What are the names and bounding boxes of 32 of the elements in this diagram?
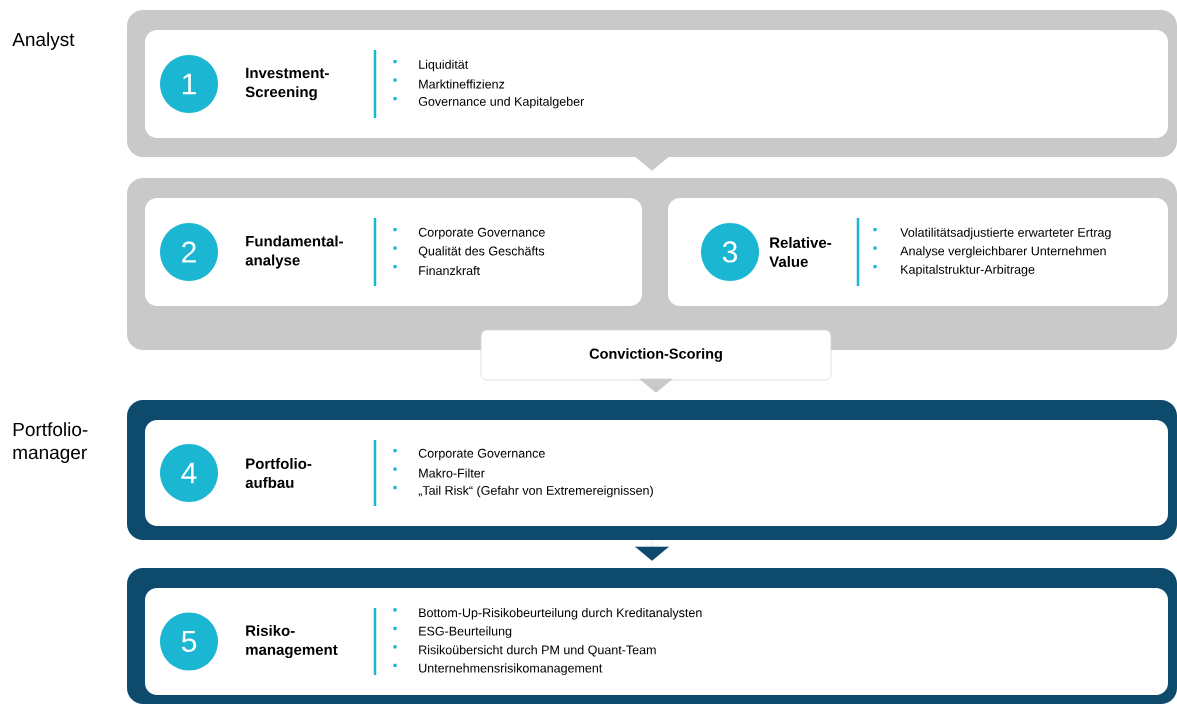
step-number: 4 [160, 444, 218, 502]
bullet-text: Risikoübersicht durch PM und Quant-Team [419, 645, 656, 657]
bullet-text: Makro-Filter [419, 468, 485, 478]
scoring-box: Conviction-Scoring [480, 329, 832, 381]
role-label: Analyst [12, 32, 75, 50]
bullet-text: Bottom-Up-Risikobeurteilung durch Kreditanalysten [419, 607, 702, 620]
bullet-text: Marktineffizienz [419, 79, 505, 89]
step-number: 2 [160, 223, 218, 281]
role-label: Portfolio-manager [13, 422, 88, 463]
bullet-text: Liquidität [419, 59, 469, 72]
bullet-text: Kapitalstruktur-Arbitrage [901, 264, 1035, 277]
bullet-text: Governance und Kapitalgeber [418, 96, 585, 109]
chevron-arrow [639, 378, 673, 393]
bullet-text: Analyse vergleichbarer Unternehmen [900, 246, 1106, 258]
bullet-text: Unternehmensrisikomanagement [419, 663, 603, 675]
bullet-text: Volatilitätsadjustierte erwarteter Ertrag [900, 227, 1111, 240]
bullet-text: Qualität des Geschäfts [418, 246, 545, 258]
step-title: Investment-Screening [245, 67, 329, 101]
step-number: 1 [160, 55, 218, 113]
step-title: Portfolio-aufbau [245, 458, 312, 488]
chevron-arrow [635, 539, 669, 561]
step-title: Risiko-management [246, 624, 338, 658]
bullet-text: Finanzkraft [419, 265, 480, 276]
bullet-text: ESG-Beurteilung [419, 626, 512, 638]
chevron-arrow [635, 156, 669, 171]
bullet-text: Corporate Governance [418, 227, 545, 240]
step-number: 3 [701, 223, 759, 281]
bullet-text: „Tail Risk“ (Gefahr von Extremereignissen) [418, 485, 653, 498]
step-title: Fundamental-analyse [245, 235, 343, 269]
step-number: 5 [160, 612, 218, 671]
step-title: Relative-Value [769, 237, 832, 267]
bullet-text: Corporate Governance [418, 448, 545, 461]
